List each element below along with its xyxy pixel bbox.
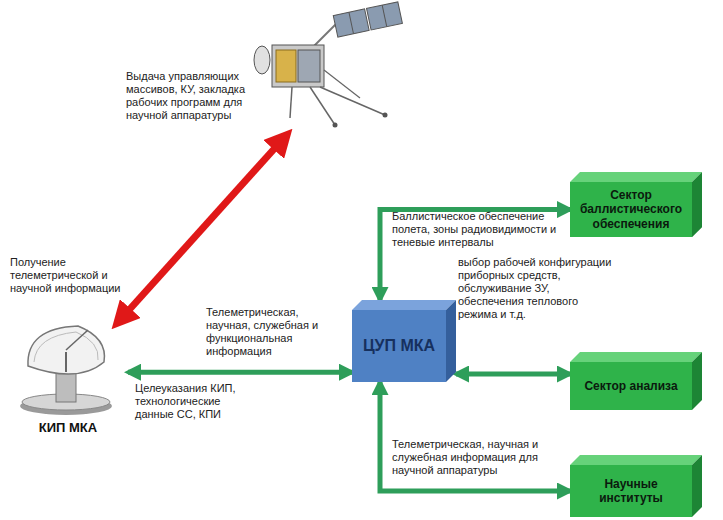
edge-label: Баллистическое обеспечение полета, зоны … bbox=[392, 210, 562, 249]
sector-box: Сектор анализа bbox=[570, 352, 702, 410]
box-face: Сектор анализа bbox=[570, 362, 692, 410]
box-face: Сектор баллистического обеспечения bbox=[570, 182, 692, 237]
institute-box: Научные институты bbox=[570, 455, 702, 517]
box-face: ЦУП МКА bbox=[352, 310, 446, 382]
box-title: Сектор баллистического обеспечения bbox=[570, 188, 692, 231]
control-center-box: ЦУП МКА bbox=[352, 300, 456, 382]
annotation-text: Телеметрическая, научная, служебная и фу… bbox=[206, 306, 340, 358]
flow-arrow bbox=[128, 370, 352, 375]
annotation-text: Выдача управляющих массивов, КУ, закладк… bbox=[126, 70, 286, 122]
station-caption: КИП МКА bbox=[8, 420, 128, 435]
radio-link-arrow bbox=[120, 138, 284, 320]
box-title: Сектор анализа bbox=[578, 379, 683, 393]
flow-arrow bbox=[456, 372, 570, 377]
flow-arrow bbox=[380, 382, 570, 491]
box-face: Научные институты bbox=[570, 465, 692, 517]
station-name: КИП МКА bbox=[39, 420, 97, 435]
antenna-dish bbox=[8, 322, 128, 418]
annotation-text: Получение телеметрической и научной инфо… bbox=[10, 256, 128, 295]
ground-station: КИП МКА bbox=[8, 322, 128, 444]
edge-label: Телеметрическая, научная и служебная инф… bbox=[392, 438, 568, 477]
box-title: ЦУП МКА bbox=[357, 336, 441, 355]
edge-label: выбор рабочей конфигурации приборных сре… bbox=[458, 256, 618, 321]
annotation-text: Целеуказания КИП, технологические данные… bbox=[135, 382, 239, 421]
sector-box: Сектор баллистического обеспечения bbox=[570, 172, 702, 237]
box-title: Научные институты bbox=[570, 477, 692, 506]
satellite bbox=[254, 2, 402, 128]
